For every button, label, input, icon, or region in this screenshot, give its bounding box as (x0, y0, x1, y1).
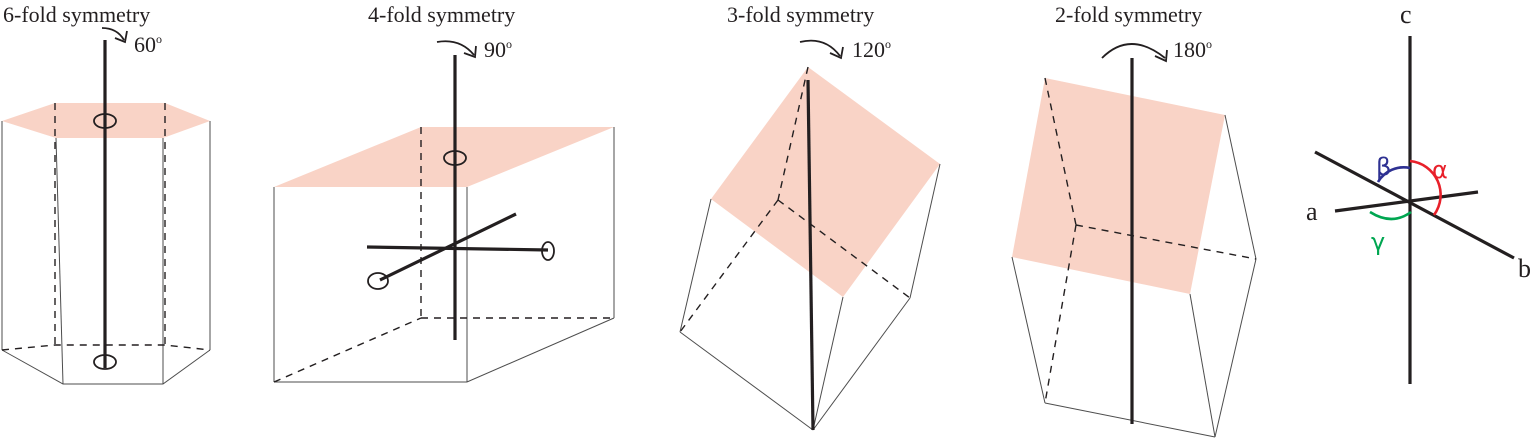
axis-label-c: c (1400, 0, 1412, 29)
b-axis (1314, 150, 1515, 260)
axis-marker-top (93, 113, 117, 129)
panel-title-3fold: 3-fold symmetry (727, 2, 874, 27)
rotation-arrow (436, 40, 475, 56)
side-face-rect (1012, 78, 1225, 294)
alpha-arc (1409, 159, 1442, 216)
axis-marker-left (367, 272, 389, 290)
panel-title-2fold: 2-fold symmetry (1055, 2, 1202, 27)
panel-title-4fold: 4-fold symmetry (368, 2, 515, 27)
rhombohedron-3fold (679, 39, 941, 431)
angle-label-60: 60o (134, 32, 162, 57)
axis-marker-right (541, 241, 555, 261)
gamma-arc (1369, 210, 1412, 221)
beta-arc (1376, 166, 1411, 183)
hidden-edges (273, 127, 614, 383)
angle-label-180: 180o (1173, 37, 1212, 62)
monoclinic-prism-2fold (1011, 43, 1257, 438)
rotation-arrow (1101, 43, 1166, 59)
horizontal-axis-2 (379, 212, 517, 282)
hidden-edges (1, 103, 211, 351)
angle-label-90: 90o (484, 37, 512, 62)
axis-label-a: a (1306, 197, 1318, 226)
panel-title-6fold: 6-fold symmetry (3, 2, 150, 27)
crystal-axes (1314, 36, 1515, 384)
prism-edges (679, 163, 941, 431)
rotation-axis (806, 79, 815, 431)
hexagonal-prism-6fold (1, 27, 211, 385)
box-prism-4fold (273, 40, 615, 383)
angle-label-gamma: γ (1371, 228, 1385, 256)
axis-marker-top (443, 150, 467, 166)
prism-edges (1, 121, 211, 385)
hidden-edges (679, 66, 911, 333)
axis-marker-bottom (93, 354, 117, 370)
angle-label-beta: β (1376, 153, 1391, 181)
prism-edges (273, 127, 615, 383)
axis-label-b: b (1518, 254, 1531, 283)
rotation-arrow (799, 39, 841, 57)
top-face-rhomb (711, 67, 940, 297)
rotation-arrow (101, 27, 125, 41)
horizontal-axis-1 (366, 245, 549, 252)
hidden-edges (1044, 77, 1257, 404)
angle-label-alpha: α (1432, 156, 1448, 184)
angle-label-120: 120o (852, 37, 891, 62)
prism-edges (1011, 114, 1257, 438)
